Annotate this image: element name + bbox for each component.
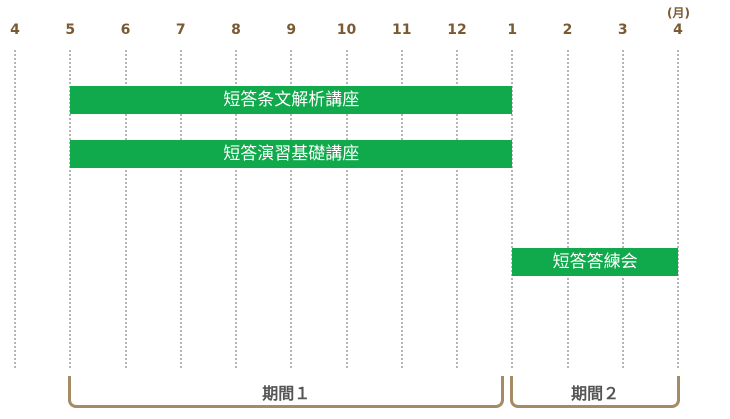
month-gridline [14, 50, 16, 368]
month-label: 7 [175, 22, 186, 38]
month-label: 4 [10, 22, 20, 38]
month-label: 12 [447, 22, 467, 38]
period-label: 期間１ [258, 380, 315, 404]
month-label: 2 [562, 22, 573, 38]
course-bar: 短答答練会 [512, 248, 678, 276]
course-bar: 短答演習基礎講座 [70, 140, 513, 168]
month-gridline [677, 50, 679, 368]
period-label: 期間２ [567, 380, 624, 404]
month-label: 9 [286, 22, 297, 38]
month-label: 1 [507, 22, 518, 38]
month-label: 5 [65, 22, 76, 38]
month-gridline [235, 50, 237, 368]
month-gridline [400, 50, 403, 368]
period-bracket [68, 376, 505, 408]
month-label: 4 [673, 22, 683, 38]
month-gridline [511, 50, 514, 368]
month-gridline [179, 50, 182, 368]
month-label: 6 [120, 22, 131, 38]
course-bar: 短答条文解析講座 [70, 86, 513, 114]
month-gridline [69, 50, 72, 368]
month-gridline [345, 50, 348, 368]
period-bracket [510, 376, 680, 408]
month-label: 11 [392, 22, 412, 38]
month-gridline [621, 50, 624, 368]
month-gridline [566, 50, 569, 368]
month-label: 3 [617, 22, 628, 38]
month-gridline [124, 50, 127, 368]
month-label: 10 [336, 22, 357, 38]
month-label: 8 [231, 22, 241, 38]
month-unit-label: (月) [667, 6, 690, 20]
month-gridline [290, 50, 293, 368]
month-gridline [456, 50, 458, 368]
